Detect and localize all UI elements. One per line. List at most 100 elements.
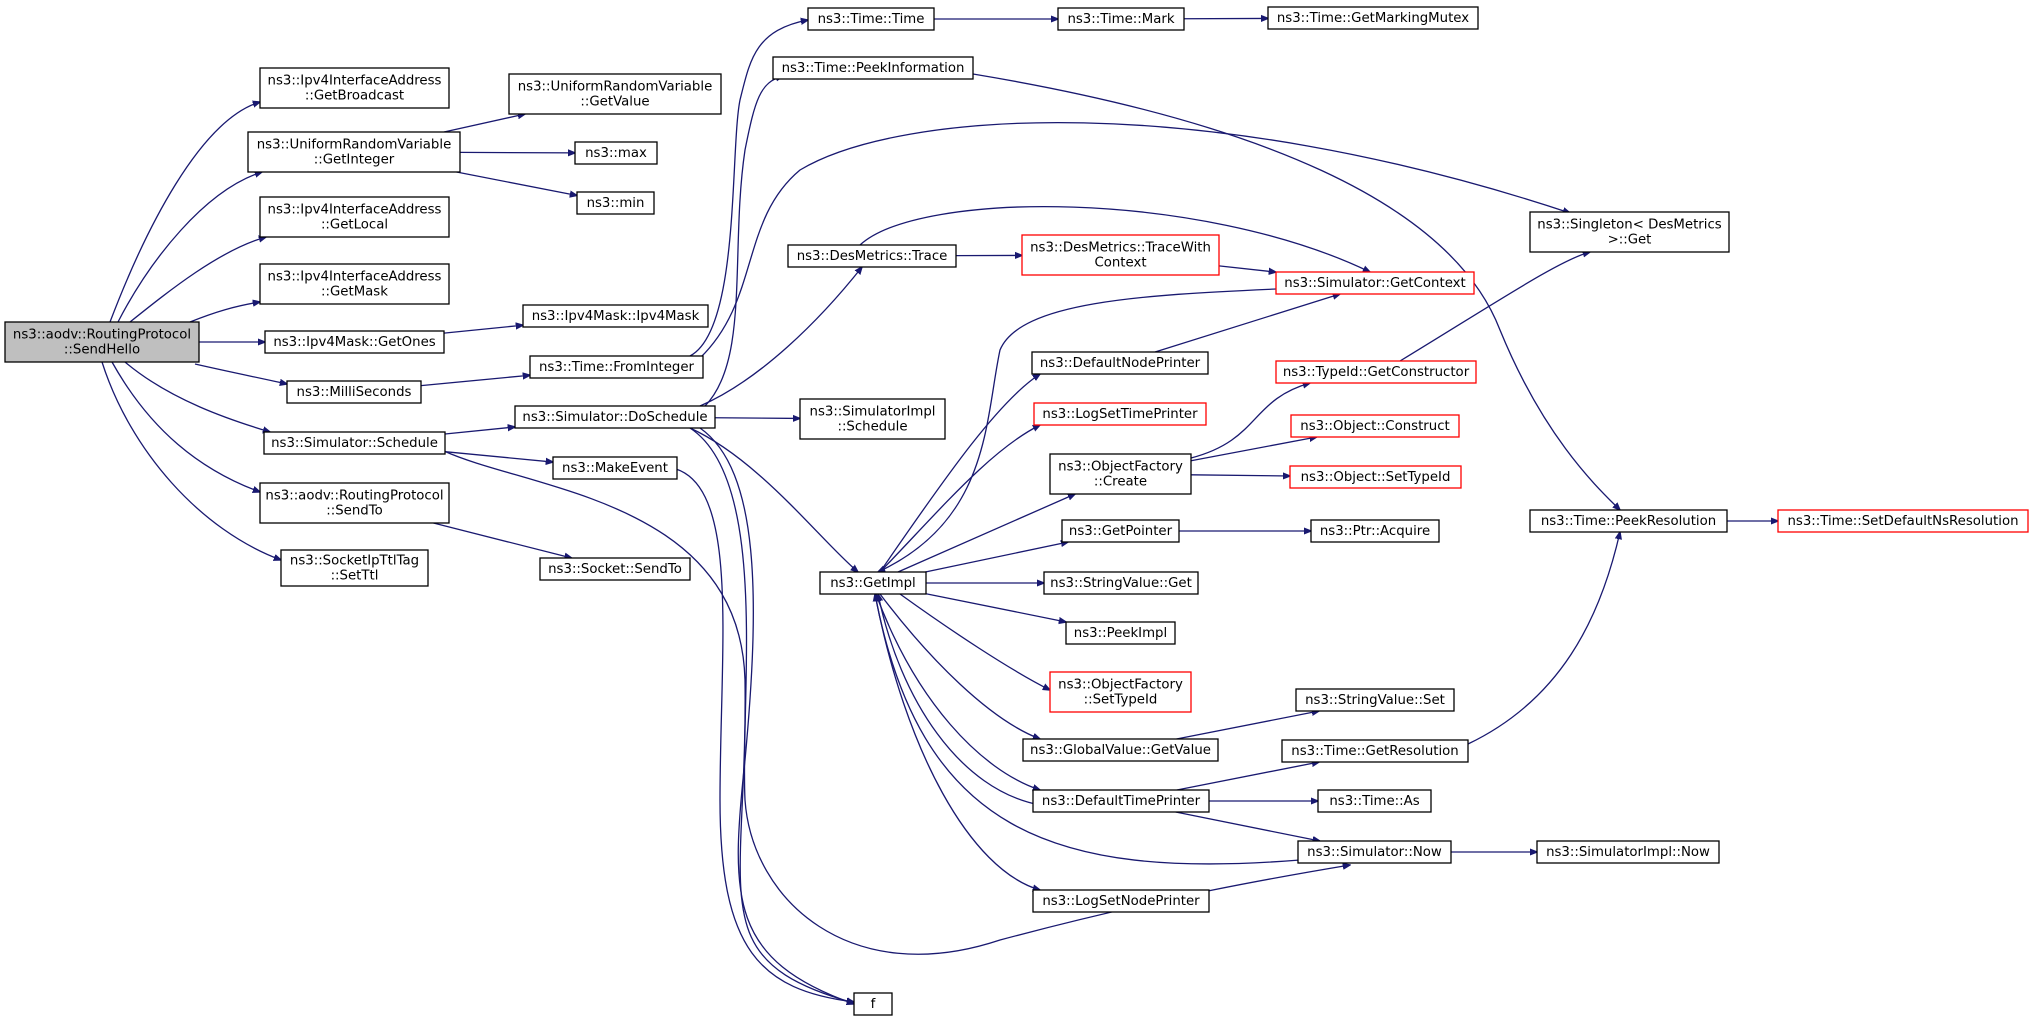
node-stringvalue-get[interactable]: ns3::StringValue::Get [1043,571,1199,595]
node-object-construct[interactable]: ns3::Object::Construct [1290,414,1460,438]
node-aodv-sendto[interactable]: ns3::aodv::RoutingProtocol::SendTo [259,482,450,524]
node-label-line: ns3::DefaultTimePrinter [1042,794,1201,809]
node-label-line: ns3::Time::GetResolution [1291,744,1458,759]
node-get-mask[interactable]: ns3::Ipv4InterfaceAddress::GetMask [259,263,450,305]
edge-arrow [129,237,266,323]
edge-arrow [878,288,1277,572]
edge-arrow [859,205,1370,272]
edge-arrow [899,593,1050,690]
node-get-pointer[interactable]: ns3::GetPointer [1061,519,1180,543]
node-of-create[interactable]: ns3::ObjectFactory::Create [1049,453,1192,495]
node-default-node-printer[interactable]: ns3::DefaultNodePrinter [1031,351,1209,375]
node-get-broadcast[interactable]: ns3::Ipv4InterfaceAddress::GetBroadcast [259,67,450,109]
node-label-line: ns3::TypeId::GetConstructor [1283,365,1470,380]
node-box [259,263,450,305]
node-box [4,321,200,363]
edge-get_constructor-to-singleton_get [1399,252,1590,362]
edge-get_impl-to-gv_getvalue [879,593,1040,739]
node-peek-resolution[interactable]: ns3::Time::PeekResolution [1529,509,1728,533]
edge-urv_getinteger-to-urv_getvalue [443,114,525,133]
node-socket-sendto[interactable]: ns3::Socket::SendTo [539,557,691,581]
edge-get_impl-to-default_node_printer [879,374,1040,573]
node-simimpl-now[interactable]: ns3::SimulatorImpl::Now [1536,840,1720,864]
edge-arrow [109,102,260,323]
node-urv-getinteger[interactable]: ns3::UniformRandomVariable::GetInteger [247,131,461,173]
node-label-line: ns3::Ipv4InterfaceAddress [268,203,442,218]
edge-send_hello-to-get_broadcast [109,102,260,323]
node-label-line: ns3::PeekImpl [1074,626,1167,641]
edge-arrow [925,542,1068,573]
edge-arrow [699,267,862,407]
edge-arrow [689,427,858,572]
edge-default_time_printer-to-get_impl [878,594,1041,806]
node-get-local[interactable]: ns3::Ipv4InterfaceAddress::GetLocal [259,196,450,238]
node-time-as[interactable]: ns3::Time::As [1317,789,1432,813]
node-min[interactable]: ns3::min [576,191,655,215]
node-box [1275,271,1475,295]
node-label-line: ns3::Socket::SendTo [548,562,682,577]
node-box [1281,739,1469,763]
edge-arrow [1176,762,1319,791]
edge-arrow [878,594,1041,806]
edge-send_hello-to-aodv_sendto [111,361,260,492]
node-label-line: ns3::Simulator::DoSchedule [522,410,707,425]
node-label-line: Context [1094,256,1146,271]
node-time-mark[interactable]: ns3::Time::Mark [1057,7,1185,31]
node-label-line: ::SetTypeId [1084,693,1158,708]
node-label-line: ns3::StringValue::Set [1305,693,1445,708]
node-urv-getvalue[interactable]: ns3::UniformRandomVariable::GetValue [508,73,722,115]
node-time-time[interactable]: ns3::Time::Time [807,7,935,31]
node-setttl[interactable]: ns3::SocketIpTtlTag::SetTtl [280,549,429,587]
node-log-set-time-printer[interactable]: ns3::LogSetTimePrinter [1033,402,1207,426]
node-box [1049,671,1192,713]
node-label-line: ns3::Ptr::Acquire [1320,524,1430,539]
node-box [1267,6,1479,30]
node-send-hello[interactable]: ns3::aodv::RoutingProtocol::SendHello [4,321,200,363]
node-stringvalue-set[interactable]: ns3::StringValue::Set [1295,688,1455,712]
edge-arrow [897,494,1075,573]
node-sim-now[interactable]: ns3::Simulator::Now [1297,840,1452,864]
edge-layer [101,18,1778,1004]
node-get-context[interactable]: ns3::Simulator::GetContext [1275,271,1475,295]
node-marking-mutex[interactable]: ns3::Time::GetMarkingMutex [1267,6,1479,30]
node-simimpl-schedule[interactable]: ns3::SimulatorImpl::Schedule [799,398,946,440]
node-make-event[interactable]: ns3::MakeEvent [552,456,678,480]
node-box [807,7,935,31]
node-get-impl[interactable]: ns3::GetImpl [819,571,927,595]
edge-get_impl-to-get_pointer [925,542,1068,573]
node-box [1032,889,1210,913]
edge-default_node_printer-to-get_context [1154,294,1340,353]
node-desmetrics-trace[interactable]: ns3::DesMetrics::Trace [787,244,957,268]
node-object-settypeid[interactable]: ns3::Object::SetTypeId [1289,465,1462,489]
node-gv-getvalue[interactable]: ns3::GlobalValue::GetValue [1022,738,1219,762]
node-singleton-get[interactable]: ns3::Singleton< DesMetrics>::Get [1529,211,1730,253]
node-ipv4mask-ctor[interactable]: ns3::Ipv4Mask::Ipv4Mask [522,304,709,328]
node-box [772,56,974,80]
edge-get_impl-to-log_set_time_printer [879,425,1040,573]
edge-of_create-to-object_construct [1190,437,1317,462]
node-ptr-acquire[interactable]: ns3::Ptr::Acquire [1310,519,1440,543]
node-get-ones[interactable]: ns3::Ipv4Mask::GetOnes [264,330,445,354]
node-log-set-node-printer[interactable]: ns3::LogSetNodePrinter [1032,889,1210,913]
node-milliseconds[interactable]: ns3::MilliSeconds [286,380,422,404]
edge-from_integer-to-time_time [689,20,808,357]
node-do-schedule[interactable]: ns3::Simulator::DoSchedule [514,405,716,429]
node-get-resolution[interactable]: ns3::Time::GetResolution [1281,739,1469,763]
node-peek-information[interactable]: ns3::Time::PeekInformation [772,56,974,80]
node-default-time-printer[interactable]: ns3::DefaultTimePrinter [1032,789,1210,813]
node-get-constructor[interactable]: ns3::TypeId::GetConstructor [1275,360,1477,384]
node-label-line: ::GetInteger [314,153,395,168]
node-peek-impl[interactable]: ns3::PeekImpl [1065,621,1176,645]
node-f[interactable]: f [853,992,893,1016]
edge-get_resolution-to-peek_resolution [1467,532,1620,745]
node-max[interactable]: ns3::max [574,141,658,165]
node-box [1529,211,1730,253]
node-of-settypeid[interactable]: ns3::ObjectFactory::SetTypeId [1049,671,1192,713]
edge-get_context-to-get_impl [878,288,1277,572]
node-from-integer[interactable]: ns3::Time::FromInteger [529,355,704,379]
node-box [1317,789,1432,813]
node-sim-schedule[interactable]: ns3::Simulator::Schedule [263,431,446,455]
node-set-default-ns-resolution[interactable]: ns3::Time::SetDefaultNsResolution [1777,509,2029,533]
node-box [1057,7,1185,31]
